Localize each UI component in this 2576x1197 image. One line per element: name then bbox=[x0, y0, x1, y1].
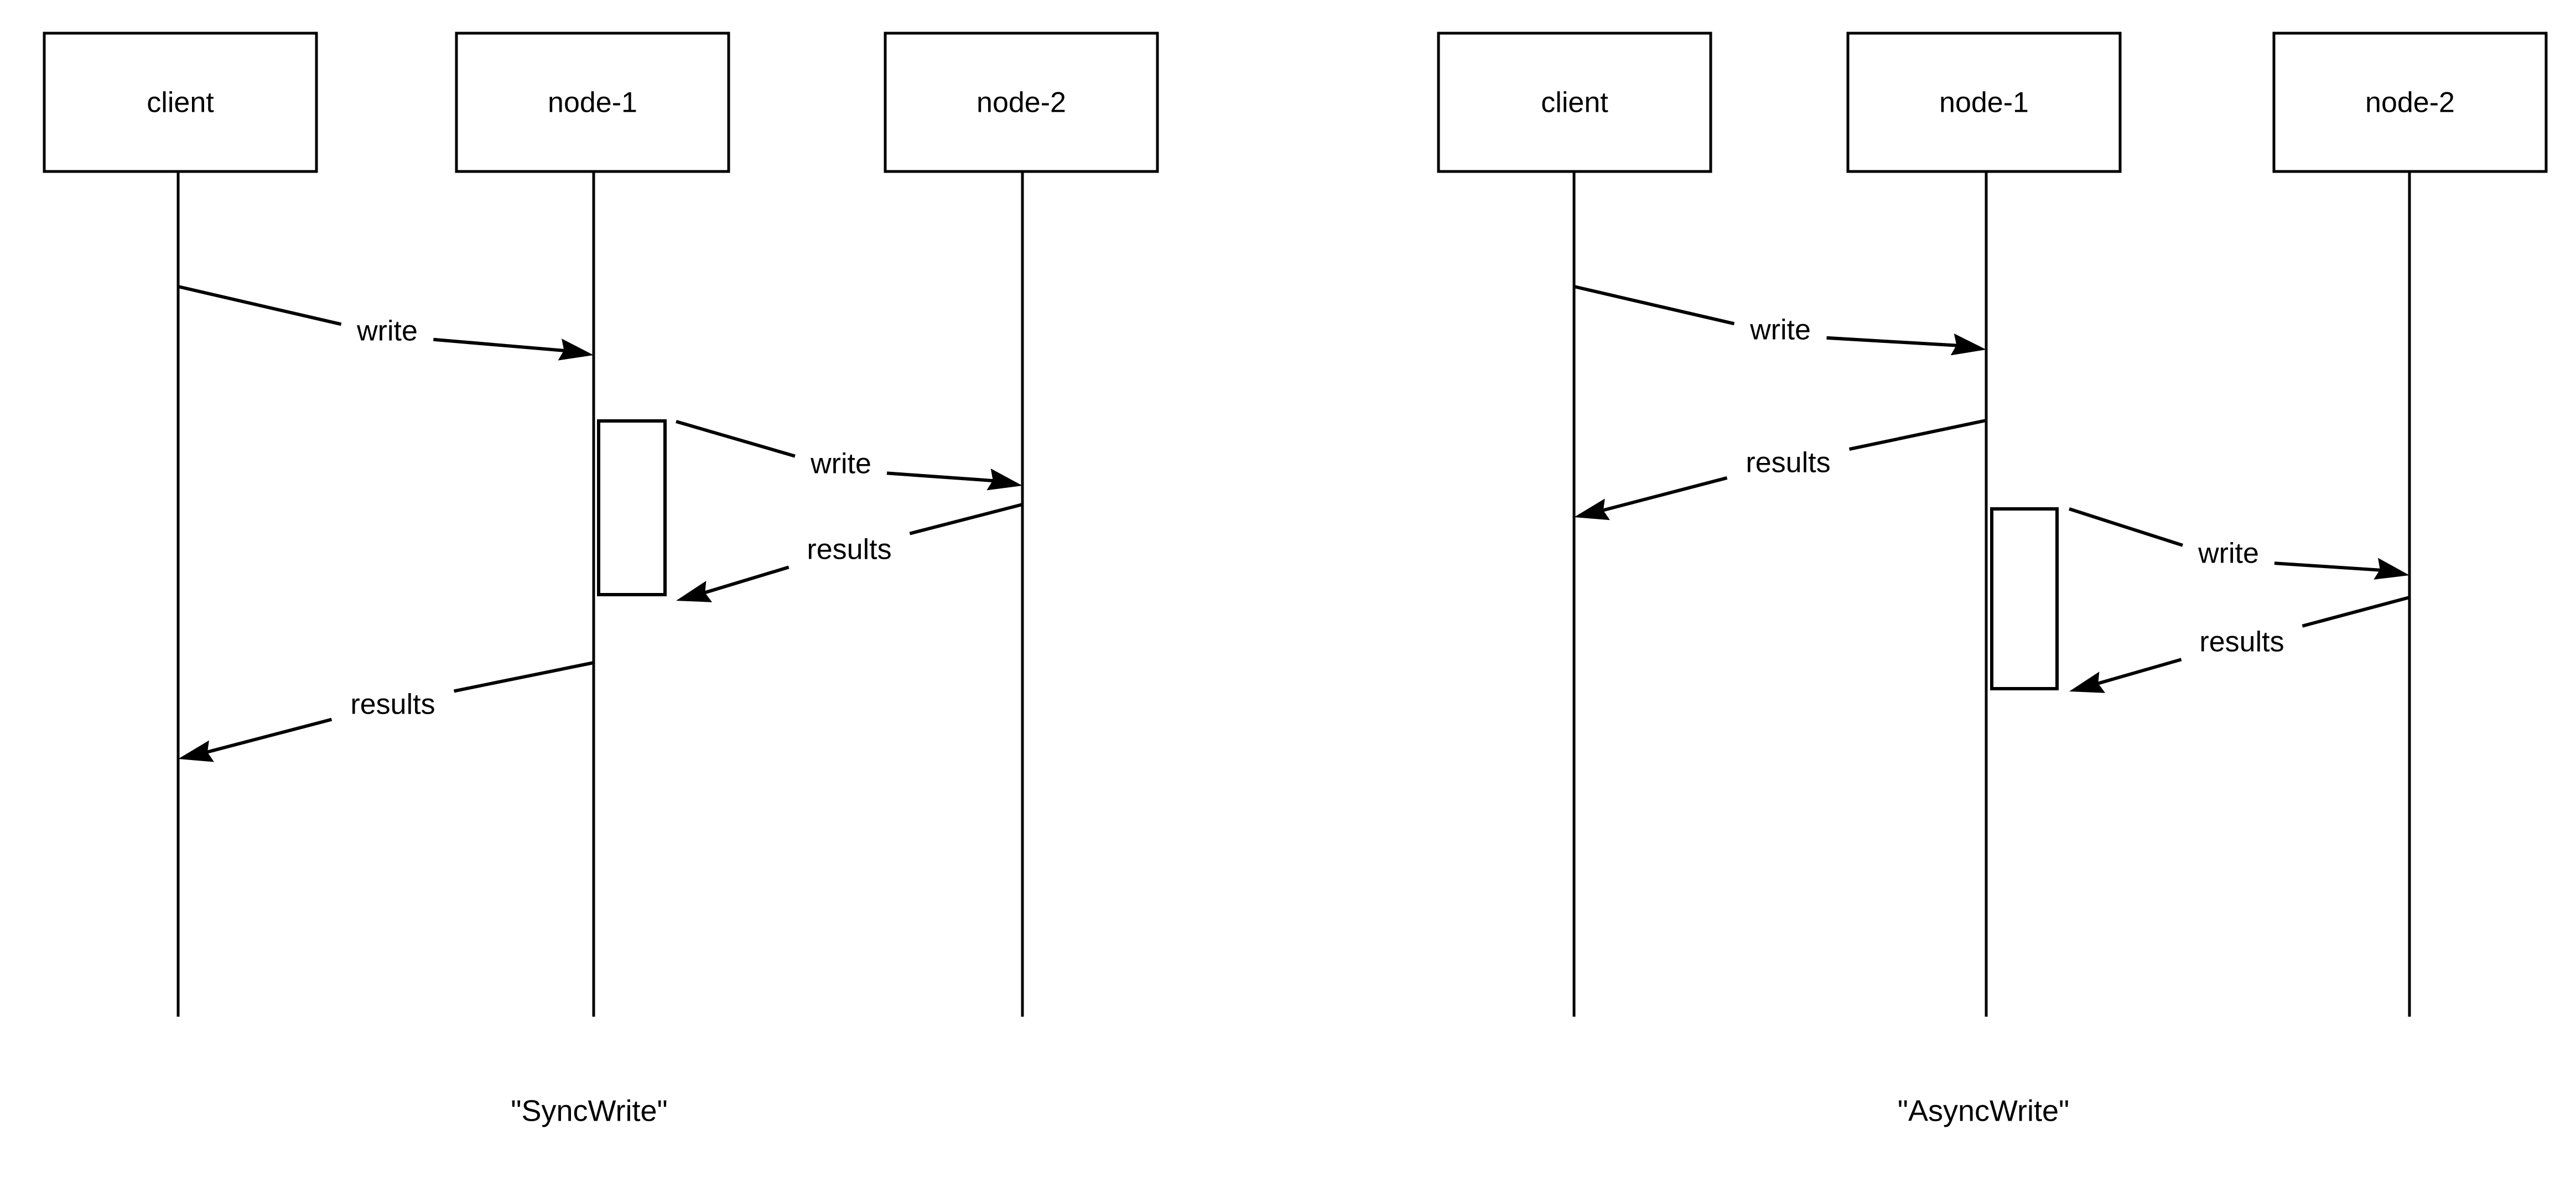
message-write-0: write bbox=[1573, 285, 1986, 356]
message-results-1: results bbox=[1574, 419, 1987, 521]
message-arrowhead bbox=[178, 740, 214, 762]
message-line-a bbox=[909, 503, 1023, 535]
message-line-b bbox=[2274, 561, 2385, 573]
participant-box-node-2 bbox=[2272, 32, 2548, 173]
message-results-3: results bbox=[2069, 596, 2410, 693]
participant-label-node-1: node-1 bbox=[548, 87, 637, 119]
message-arrowhead bbox=[2069, 672, 2106, 693]
participant-box-node-2 bbox=[884, 32, 1159, 173]
diagram-caption-sync-write: "SyncWrite" bbox=[511, 1094, 667, 1127]
message-arrowhead bbox=[558, 339, 594, 361]
participant-client: client bbox=[43, 32, 318, 1017]
message-line-a bbox=[1848, 419, 1987, 451]
message-write-2: write bbox=[2069, 507, 2409, 580]
participant-label-node-1: node-1 bbox=[1939, 87, 2029, 119]
participant-box-node-1 bbox=[455, 32, 730, 173]
message-arrowhead bbox=[676, 581, 713, 602]
participant-label-node-2: node-2 bbox=[2365, 87, 2455, 119]
message-label: write bbox=[810, 448, 871, 480]
message-line-b bbox=[700, 565, 790, 596]
message-line-b bbox=[1598, 476, 1728, 513]
activation-bar-node-1 bbox=[597, 419, 667, 596]
message-line-a bbox=[453, 661, 594, 693]
message-line-b bbox=[2093, 658, 2182, 686]
message-line-b bbox=[1826, 336, 1961, 348]
message-line-a bbox=[2302, 596, 2410, 628]
participant-node-2: node-2 bbox=[2272, 32, 2548, 1017]
message-line-b bbox=[886, 471, 998, 483]
message-line-b bbox=[202, 717, 333, 755]
participant-node-1: node-1 bbox=[1846, 32, 2122, 1017]
message-label: results bbox=[2199, 626, 2284, 658]
participant-label-client: client bbox=[1541, 87, 1608, 119]
message-arrowhead bbox=[2374, 558, 2409, 580]
sequence-diagram-async-write: client node-1 node-2 write results write resul… bbox=[1437, 32, 2548, 1127]
message-results-2: results bbox=[676, 503, 1023, 602]
participant-box-client bbox=[43, 32, 318, 173]
participant-client: client bbox=[1437, 32, 1712, 1017]
message-arrowhead bbox=[1950, 333, 1986, 356]
participant-node-1: node-1 bbox=[455, 32, 730, 1017]
message-results-3: results bbox=[178, 661, 594, 762]
participant-box-node-1 bbox=[1846, 32, 2122, 173]
message-arrowhead bbox=[986, 469, 1022, 491]
message-write-0: write bbox=[178, 285, 594, 361]
message-line-b bbox=[433, 337, 569, 353]
participant-node-2: node-2 bbox=[884, 32, 1159, 1017]
participant-box-client bbox=[1437, 32, 1712, 173]
message-line-a bbox=[676, 420, 796, 458]
message-line-a bbox=[1573, 285, 1735, 326]
diagram-caption-async-write: "AsyncWrite" bbox=[1898, 1094, 2069, 1127]
message-label: write bbox=[2198, 538, 2259, 570]
message-write-1: write bbox=[676, 420, 1022, 491]
sequence-diagram-sync-write: client node-1 node-2 write write results resul… bbox=[43, 32, 1159, 1127]
message-arrowhead bbox=[1574, 498, 1610, 521]
message-line-a bbox=[2069, 507, 2183, 547]
activation-bar-node-1 bbox=[1990, 507, 2059, 690]
message-label: results bbox=[1746, 447, 1830, 479]
message-line-a bbox=[178, 285, 342, 326]
message-label: results bbox=[807, 534, 891, 566]
message-label: results bbox=[350, 689, 435, 721]
participant-label-node-2: node-2 bbox=[977, 87, 1066, 119]
participant-label-client: client bbox=[147, 87, 214, 119]
message-label: write bbox=[356, 315, 418, 347]
message-label: write bbox=[1749, 314, 1811, 346]
